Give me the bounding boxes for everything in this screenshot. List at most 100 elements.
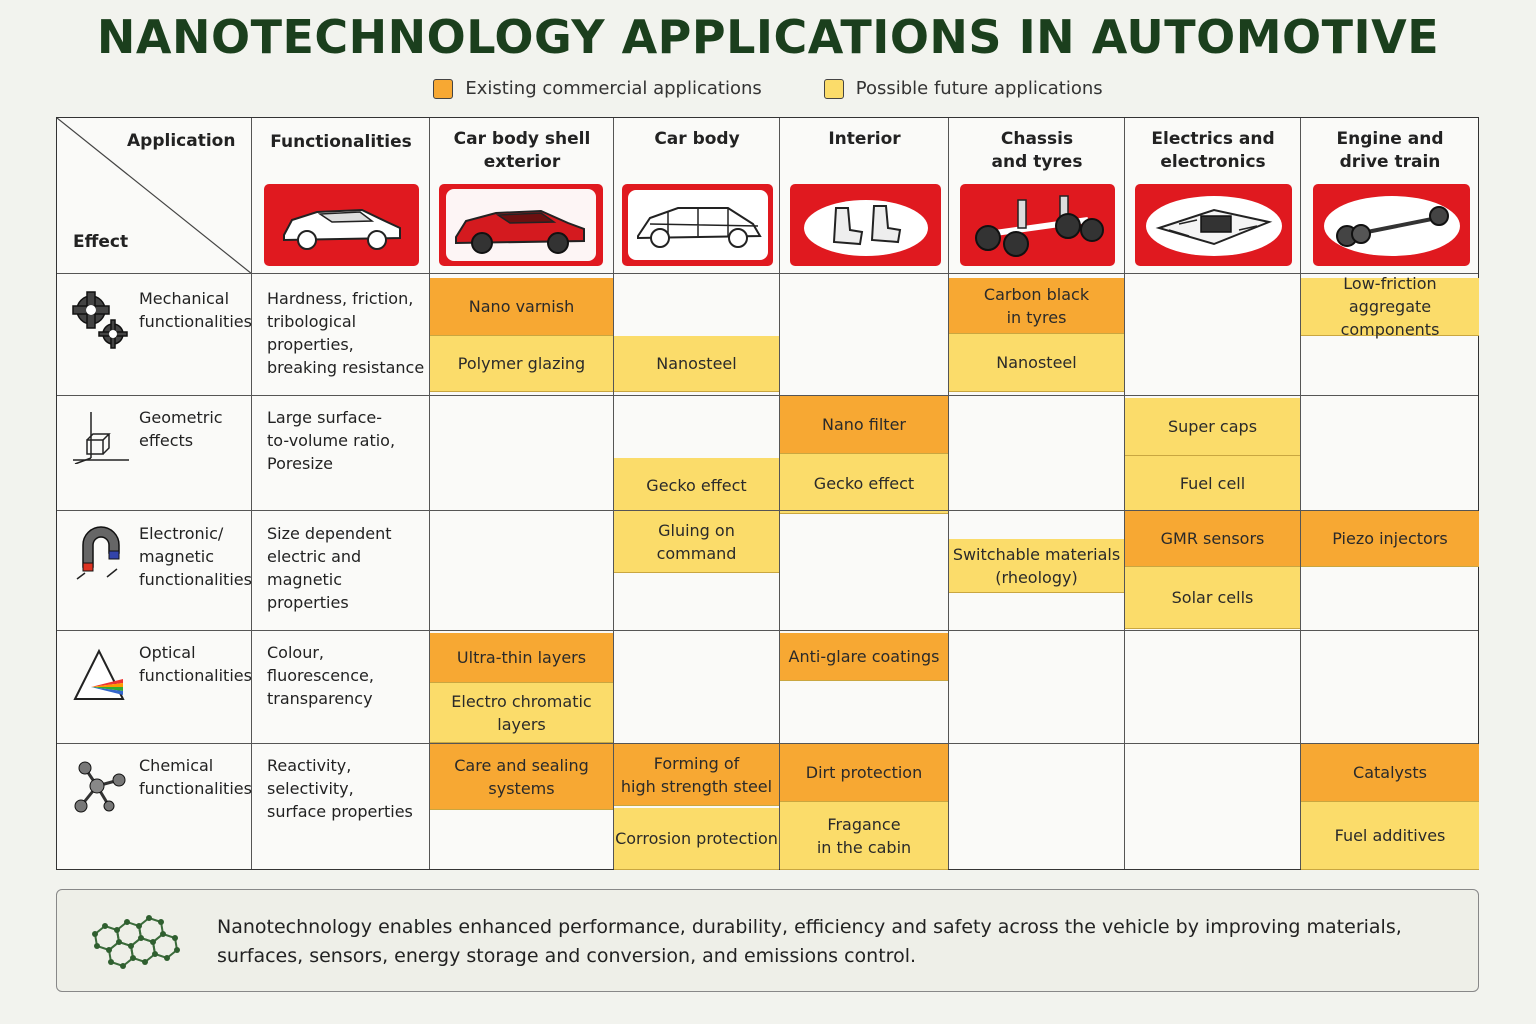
cell-label-line: Catalysts [1353, 763, 1427, 782]
cell-label-line: Nano filter [821, 415, 906, 434]
effect-name-line: Optical [139, 643, 196, 662]
cell-label-line: Gluing on [658, 520, 735, 540]
column-header-chassis-and-tyres: Chassis and tyres [949, 128, 1125, 174]
functionality-electronic-magnetic: Size dependent electric and magnetic pro… [267, 522, 391, 614]
red-sedan-icon [439, 184, 603, 266]
effect-name-optical: Optical functionalities [139, 641, 252, 687]
application-cell-gecko-effect: Gecko effect [780, 454, 948, 514]
car-frame-icon [622, 184, 773, 266]
cell-label-line: Piezo injectors [1332, 529, 1448, 548]
application-cell-dirt-protection: Dirt protection [780, 744, 948, 802]
cell-label-line: Anti-glare coatings [788, 647, 940, 666]
application-cell-nano-varnish: Nano varnish [430, 278, 613, 336]
cell-label-line: Corrosion protection [615, 829, 778, 848]
cell-label-line: command [656, 543, 737, 563]
corner-effect-label: Effect [73, 232, 129, 252]
effect-name-line: Geometric [139, 408, 223, 427]
effect-name-line: functionalities [139, 312, 252, 331]
column-header-interior: Interior [780, 128, 949, 151]
application-cell-nanosteel: Nanosteel [949, 334, 1124, 392]
functionality-line: selectivity, [267, 779, 354, 798]
column-header-line: Engine and [1336, 129, 1444, 149]
functionality-line: magnetic [267, 570, 343, 589]
corner-application-label: Application [127, 131, 236, 151]
summary-line: surfaces, sensors, energy storage and co… [217, 945, 917, 967]
functionality-line: Hardness, friction, [267, 289, 414, 308]
cell-label-line: Polymer glazing [457, 354, 586, 373]
cell-label-line: Ultra-thin layers [456, 648, 587, 667]
application-cell-gecko-effect: Gecko effect [614, 458, 779, 514]
legend-item-future: Possible future applications [823, 78, 1103, 99]
cell-label-line: components [1340, 320, 1440, 339]
column-header-line: drive train [1339, 152, 1441, 172]
effect-name-electronic-magnetic: Electronic/ magnetic functionalities [139, 522, 252, 591]
application-cell-low-friction-aggregate-components: Low-friction aggregate components [1301, 274, 1479, 339]
cell-label-line: (rheology) [995, 567, 1078, 587]
effect-name-chemical: Chemical functionalities [139, 754, 252, 800]
functionality-geometric: Large surface- to-volume ratio, Poresize [267, 406, 395, 475]
functionality-line: surface properties [267, 802, 413, 821]
functionality-line: breaking resistance [267, 358, 425, 377]
functionality-line: tribological [267, 312, 357, 331]
effect-name-line: magnetic [139, 547, 215, 566]
cell-label-line: Fuel additives [1334, 826, 1446, 845]
application-cell-gluing-on-command: Gluing on command [614, 511, 779, 573]
functionality-line: Poresize [267, 454, 333, 473]
cell-label-line: Super caps [1167, 417, 1258, 436]
cell-label-line: systems [488, 778, 555, 798]
cell-label-line: Gecko effect [646, 476, 747, 495]
cell-label-line: Electro chromatic [451, 691, 592, 711]
column-header-line: Chassis [1000, 129, 1074, 149]
cell-label-line: Solar cells [1171, 588, 1254, 607]
functionality-line: transparency [267, 689, 373, 708]
cell-label-line: in the cabin [816, 837, 912, 857]
gears-icon [72, 291, 128, 349]
cell-label-line: Nanosteel [996, 353, 1077, 372]
legend-swatch-future [823, 78, 844, 99]
application-cell-switchable-materials-rheology: Switchable materials (rheology) [949, 539, 1124, 593]
column-header-line: Interior [828, 129, 901, 149]
cell-label-line: Low-friction aggregate [1343, 274, 1437, 316]
functionality-line: electric and [267, 547, 362, 566]
effect-name-line: effects [139, 431, 194, 450]
legend-label-existing: Existing commercial applications [465, 78, 762, 99]
summary-text: Nanotechnology enables enhanced performa… [217, 913, 1417, 971]
application-cell-fuel-cell: Fuel cell [1125, 456, 1300, 512]
functionality-line: fluorescence, [267, 666, 374, 685]
functionality-line: properties, [267, 335, 354, 354]
cell-label-line: Switchable materials [952, 544, 1121, 564]
effect-name-line: functionalities [139, 666, 252, 685]
application-cell-fragance-in-the-cabin: Fragance in the cabin [780, 802, 948, 870]
column-header-car-body-shell-exterior: Car body shell exterior [430, 128, 614, 174]
application-cell-nanosteel: Nanosteel [614, 336, 779, 392]
cell-label-line: GMR sensors [1160, 529, 1265, 548]
functionality-mechanical: Hardness, friction, tribological propert… [267, 287, 424, 379]
application-cell-polymer-glazing: Polymer glazing [430, 336, 613, 392]
effect-name-geometric: Geometric effects [139, 406, 223, 452]
circuit-board-icon [1135, 184, 1292, 266]
functionality-line: Colour, [267, 643, 324, 662]
application-cell-gmr-sensors: GMR sensors [1125, 511, 1300, 567]
functionality-line: Reactivity, [267, 756, 352, 775]
functionality-line: Large surface- [267, 408, 383, 427]
molecule-icon [74, 761, 126, 813]
column-header-line: Car body shell [453, 129, 591, 149]
cell-label-line: Dirt protection [805, 763, 923, 782]
graphene-lattice-icon [92, 915, 180, 969]
cell-label-line: Fragance [827, 814, 901, 834]
chassis-icon [960, 184, 1115, 266]
cell-label-line: Fuel cell [1179, 474, 1246, 493]
column-header-electrics-and-electronics: Electrics and electronics [1125, 128, 1301, 174]
functionality-optical: Colour, fluorescence, transparency [267, 641, 374, 710]
cell-label-line: Nano varnish [468, 297, 575, 316]
effect-name-line: functionalities [139, 779, 252, 798]
effect-name-line: Mechanical [139, 289, 230, 308]
application-cell-catalysts: Catalysts [1301, 744, 1479, 802]
legend-item-existing: Existing commercial applications [433, 78, 762, 99]
cell-label-line: in tyres [1006, 307, 1067, 327]
corner-diagonal [57, 118, 252, 274]
